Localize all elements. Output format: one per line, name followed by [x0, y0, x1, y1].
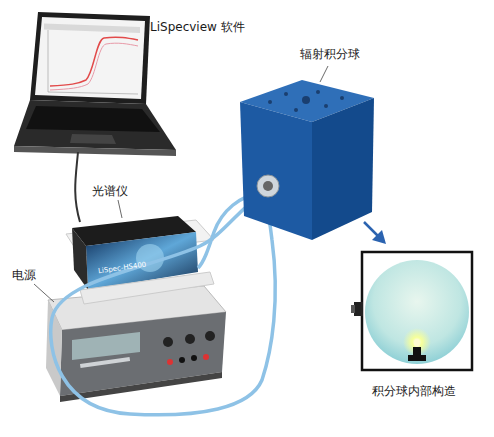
spectrometer	[66, 216, 214, 304]
leader-lines	[34, 66, 328, 302]
part-label: 电源	[12, 268, 36, 282]
part-label: 光谱仪	[92, 184, 128, 198]
integrating-sphere-cube	[240, 80, 374, 240]
power-supply	[46, 286, 226, 402]
part-label: 辐射积分球	[300, 47, 360, 61]
sphere-inset	[351, 252, 472, 370]
part-label: 积分球内部构造	[372, 384, 456, 398]
part-label: LiSpecview 软件	[150, 20, 245, 34]
